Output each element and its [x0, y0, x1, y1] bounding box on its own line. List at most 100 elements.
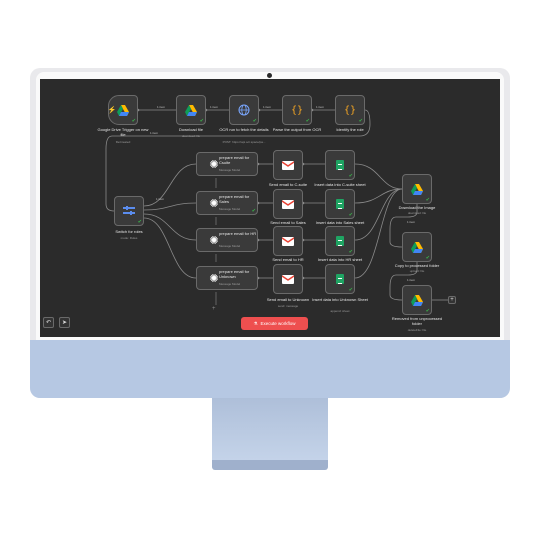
node-identify-role[interactable]: {} ✔: [335, 95, 365, 125]
openai-icon: ✺: [209, 197, 219, 210]
gmail-icon: [281, 234, 295, 248]
monitor-foot: [212, 460, 328, 470]
node-title: Removed from unprocessed folder: [391, 316, 443, 326]
node-subtitle: POST: https://api.ocr.space/pa...: [222, 140, 266, 144]
node-gmail-unknown[interactable]: [273, 264, 303, 294]
monitor-stand: [212, 398, 328, 460]
node-title: prepare email for HR: [219, 231, 257, 236]
success-check-icon: ✔: [425, 255, 430, 261]
node-title: Send email to Sales: [270, 220, 306, 225]
node-gmail-hr[interactable]: [273, 226, 303, 256]
sheets-icon: [333, 197, 347, 211]
node-gmail-csuite[interactable]: [273, 150, 303, 180]
node-title: Insert data into HR sheet: [317, 257, 363, 262]
add-node-icon[interactable]: +: [212, 306, 216, 312]
node-title: Send email to HR: [272, 257, 304, 262]
item-count-badge: 1 item: [263, 105, 272, 109]
node-gdrive-trigger[interactable]: ⚡ ✔: [108, 95, 138, 125]
node-title: Switch for roles: [115, 229, 143, 234]
gmail-icon: [281, 272, 295, 286]
node-prepare-email-sales[interactable]: ✺ prepare email for Sales Message Model …: [196, 191, 258, 215]
item-count-badge: 1 item: [156, 197, 165, 201]
success-check-icon: ✔: [348, 287, 353, 293]
openai-icon: ✺: [209, 158, 219, 171]
node-title: prepare email for Sales: [219, 194, 250, 204]
success-check-icon: ✔: [305, 118, 310, 124]
gmail-icon: [281, 197, 295, 211]
node-title: Insert data into C-suite sheet: [314, 182, 366, 187]
success-check-icon: ✔: [251, 208, 256, 214]
node-copy-processed[interactable]: ✔: [402, 232, 432, 262]
node-title: Parse the output from OCR: [272, 127, 322, 132]
success-check-icon: ✔: [348, 173, 353, 179]
node-sheet-unknown[interactable]: ✔: [325, 264, 355, 294]
node-subtitle: Message Model: [219, 244, 241, 248]
gmail-icon: [281, 158, 295, 172]
item-count-badge: 1 item: [210, 105, 219, 109]
node-title: OCR run to fetch the details: [219, 127, 269, 132]
node-title: Insert data into Unknown Sheet: [312, 297, 368, 302]
item-count-badge: 1 item: [157, 105, 166, 109]
success-check-icon: ✔: [131, 118, 136, 124]
node-download-image[interactable]: ✔: [402, 174, 432, 204]
node-subtitle: download: file: [407, 211, 427, 215]
success-check-icon: ✔: [358, 118, 363, 124]
node-subtitle: download: file: [181, 134, 201, 138]
cursor-icon[interactable]: ➤: [59, 317, 70, 328]
node-prepare-email-hr[interactable]: ✺ prepare email for HR Message Model: [196, 228, 258, 252]
node-download-file[interactable]: ✔: [176, 95, 206, 125]
success-check-icon: ✔: [348, 212, 353, 218]
switch-icon: [122, 204, 136, 218]
node-subtitle: deleteFile: file: [407, 328, 427, 332]
execute-workflow-label: Execute workflow: [260, 321, 296, 326]
node-title: prepare email for Csuite: [219, 155, 250, 165]
node-remove-unprocessed[interactable]: ✔: [402, 285, 432, 315]
node-title: Identify the role: [336, 127, 364, 132]
node-sheet-hr[interactable]: ✔: [325, 226, 355, 256]
code-icon: {}: [343, 104, 357, 116]
node-title: Send email to Unknown: [266, 297, 310, 302]
item-count-badge: 1 item: [150, 131, 159, 135]
item-count-badge: 1 item: [316, 105, 325, 109]
openai-icon: ✺: [209, 272, 219, 285]
code-icon: {}: [290, 104, 304, 116]
success-check-icon: ✔: [199, 118, 204, 124]
node-gmail-sales[interactable]: [273, 189, 303, 219]
node-subtitle: Message Model: [219, 207, 241, 211]
node-sheet-sales[interactable]: ✔: [325, 189, 355, 219]
node-ocr-http[interactable]: ✔: [229, 95, 259, 125]
node-sheet-csuite[interactable]: ✔: [325, 150, 355, 180]
node-subtitle: mode: Rules: [120, 236, 138, 240]
node-subtitle: fileCreated: [115, 140, 131, 144]
undo-icon[interactable]: ↶: [43, 317, 54, 328]
node-title: Insert data into Sales sheet: [315, 220, 365, 225]
gdrive-icon: [410, 240, 424, 254]
node-switch-roles[interactable]: ✔: [114, 196, 144, 226]
sheets-icon: [333, 272, 347, 286]
workflow-canvas[interactable]: ⚡ ✔ Google Drive Trigger on new file fil…: [40, 79, 500, 337]
node-prepare-email-csuite[interactable]: ✺ prepare email for Csuite Message Model: [196, 152, 258, 176]
node-subtitle: Message Model: [219, 282, 241, 286]
node-prepare-email-unknown[interactable]: ✺ prepare email for Unknown Message Mode…: [196, 266, 258, 290]
item-count-badge: 1 item: [407, 278, 416, 282]
gdrive-icon: [184, 103, 198, 117]
sheets-icon: [333, 234, 347, 248]
node-parse-output[interactable]: {} ✔: [282, 95, 312, 125]
success-check-icon: ✔: [425, 308, 430, 314]
execute-workflow-button[interactable]: ⚗ Execute workflow: [241, 317, 308, 330]
node-subtitle: upload: file: [409, 269, 425, 273]
flask-icon: ⚗: [253, 320, 258, 326]
node-title: Copy to processed folder: [394, 263, 440, 268]
gdrive-icon: [410, 182, 424, 196]
openai-icon: ✺: [209, 234, 219, 247]
node-subtitle: send: message: [277, 304, 299, 308]
gdrive-icon: [410, 293, 424, 307]
gdrive-icon: [116, 103, 130, 117]
monitor-chin: [30, 340, 510, 398]
sheets-icon: [333, 158, 347, 172]
node-title: Google Drive Trigger on new file: [97, 127, 149, 137]
add-node-icon[interactable]: +: [448, 296, 456, 304]
success-check-icon: ✔: [425, 197, 430, 203]
node-title: prepare email for Unknown: [219, 269, 250, 279]
node-subtitle: append: sheet: [330, 309, 350, 313]
